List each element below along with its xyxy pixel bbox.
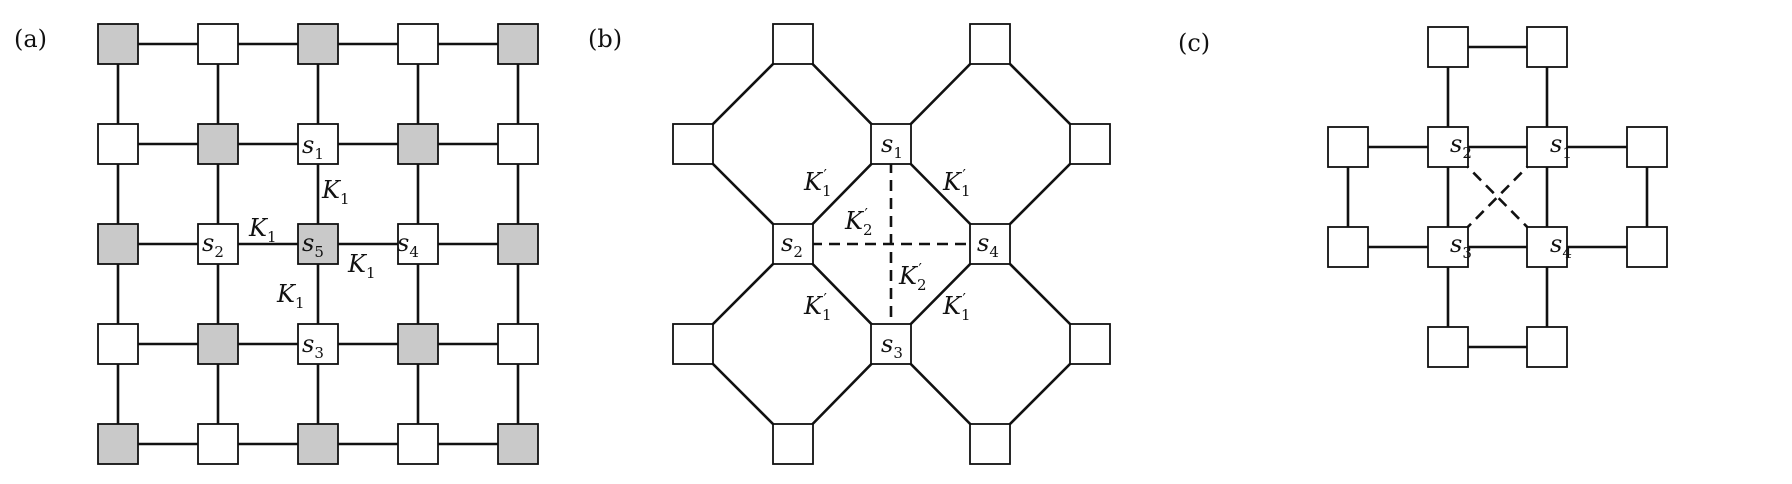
retained-site bbox=[197, 223, 239, 265]
lattice-site bbox=[1526, 26, 1568, 68]
retained-site bbox=[497, 323, 539, 365]
decimated-site bbox=[397, 123, 439, 165]
decimated-site bbox=[497, 423, 539, 465]
panel-b-coupling-label: K1′ bbox=[803, 290, 831, 324]
panel-c-label: (c) bbox=[1178, 29, 1210, 57]
decimated-site bbox=[497, 223, 539, 265]
retained-site bbox=[497, 123, 539, 165]
decimated-site bbox=[197, 123, 239, 165]
panel-b-diagonal-bonds bbox=[793, 144, 990, 344]
decimated-site bbox=[97, 23, 139, 65]
panel-a-label: (a) bbox=[14, 25, 47, 53]
decimated-site bbox=[297, 223, 339, 265]
panel-c-node-s4-label: s4 bbox=[1550, 230, 1572, 262]
panel-a-coupling-label: K1 bbox=[321, 176, 349, 208]
retained-site bbox=[397, 23, 439, 65]
lattice-site bbox=[672, 323, 714, 365]
panel-b-coupling-label: K1′ bbox=[942, 166, 970, 200]
cluster-site bbox=[969, 223, 1011, 265]
lattice-site bbox=[1626, 126, 1668, 168]
panel-b-coupling-label: K1′ bbox=[942, 290, 970, 324]
retained-site bbox=[97, 123, 139, 165]
decimated-site bbox=[297, 423, 339, 465]
retained-site bbox=[297, 123, 339, 165]
cluster-site bbox=[1526, 126, 1568, 168]
retained-site bbox=[197, 23, 239, 65]
panel-b-coupling-label: K2′ bbox=[898, 260, 926, 294]
panel-a-square-lattice: (a) s1 s2 s3 s4 s5 K1 K1 K1 K1 bbox=[14, 23, 539, 465]
plaquette-octagon bbox=[889, 42, 1092, 246]
retained-site bbox=[397, 223, 439, 265]
cluster-site bbox=[1427, 226, 1469, 268]
lattice-site bbox=[969, 23, 1011, 65]
plaquette-octagon bbox=[691, 242, 893, 446]
panel-c-bonds bbox=[1346, 45, 1649, 349]
retained-site bbox=[397, 423, 439, 465]
cluster-site bbox=[870, 323, 912, 365]
retained-site bbox=[297, 323, 339, 365]
lattice-site bbox=[1427, 26, 1469, 68]
cluster-site bbox=[1427, 126, 1469, 168]
lattice-site bbox=[969, 423, 1011, 465]
panel-c-node-s1-label: s1 bbox=[1550, 130, 1572, 162]
lattice-site bbox=[1327, 226, 1369, 268]
cluster-site bbox=[772, 223, 814, 265]
decimated-site bbox=[97, 423, 139, 465]
retained-site bbox=[97, 323, 139, 365]
panel-a-coupling-label: K1 bbox=[276, 280, 304, 312]
panel-a-coupling-label: K1 bbox=[347, 250, 375, 282]
lattice-site bbox=[772, 23, 814, 65]
lattice-site bbox=[1526, 326, 1568, 368]
lattice-site bbox=[1069, 323, 1111, 365]
panel-a-coupling-label: K1 bbox=[248, 214, 276, 246]
lattice-site bbox=[1427, 326, 1469, 368]
lattice-site bbox=[1327, 126, 1369, 168]
lattice-site bbox=[1069, 123, 1111, 165]
lattice-site bbox=[772, 423, 814, 465]
panel-b-coupling-label: K1′ bbox=[803, 166, 831, 200]
panel-b-decimated-lattice: (b) s1 s2 s3 s4 K1′ K1′ K1′ K1′ K2′ K2′ bbox=[588, 23, 1111, 465]
panel-b-label: (b) bbox=[588, 25, 622, 53]
lattice-site bbox=[1626, 226, 1668, 268]
lattice-site bbox=[672, 123, 714, 165]
panel-b-coupling-label: K2′ bbox=[844, 205, 872, 239]
decimated-site bbox=[497, 23, 539, 65]
panel-c-cluster: (c) s1 s2 s3 s4 bbox=[1178, 26, 1668, 368]
panel-b-sites bbox=[672, 23, 1111, 465]
cluster-site bbox=[1526, 226, 1568, 268]
panel-c-sites bbox=[1327, 26, 1668, 368]
decimated-site bbox=[297, 23, 339, 65]
panel-a-sites bbox=[97, 23, 539, 465]
decimated-site bbox=[97, 223, 139, 265]
decimated-site bbox=[397, 323, 439, 365]
cluster-site bbox=[870, 123, 912, 165]
retained-site bbox=[197, 423, 239, 465]
decimated-site bbox=[197, 323, 239, 365]
